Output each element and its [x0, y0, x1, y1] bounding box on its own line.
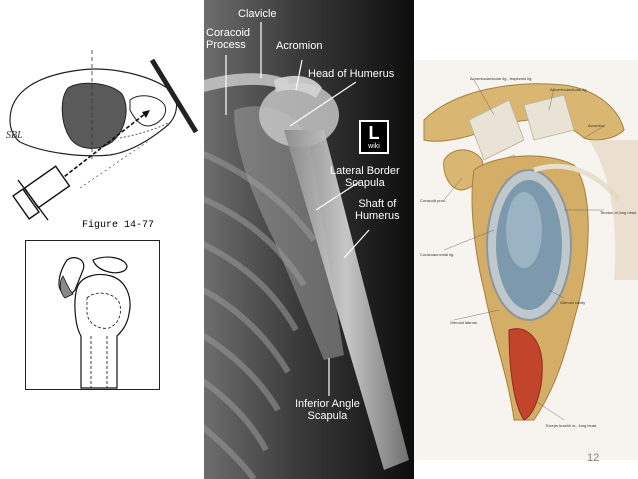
anat-label-triceps-long-head: Triceps brachii m., long head	[545, 423, 597, 428]
shaded-region	[59, 275, 74, 299]
glenoid-highlight	[506, 192, 542, 268]
xray-tube-icon	[12, 165, 71, 221]
shoulder-radiograph	[204, 0, 414, 479]
anat-label-acromioclavicular-lig: Acromioclavicular lig.	[550, 87, 588, 92]
illustration-shadow	[589, 140, 638, 280]
shoulder-mass	[61, 82, 127, 149]
scapula-bone	[234, 106, 344, 360]
glenoid-anatomy-illustration	[414, 60, 638, 460]
wiki-logo-letter: L	[368, 123, 380, 143]
label-coracoid-process: Coracoid Process	[206, 27, 251, 51]
clavicle-outline	[92, 256, 128, 274]
humerus-shaft-bone	[284, 130, 409, 470]
humeral-head-dashed	[86, 292, 121, 329]
anat-label-glenoid-labrum: Glenoid labrum	[450, 320, 478, 325]
acromion-bone	[274, 75, 322, 98]
pointer-lines	[225, 22, 370, 396]
label-clavicle: Clavicle	[238, 8, 277, 20]
central-ray	[59, 109, 151, 181]
anat-label-coracoid-proc: Coracoid proc.	[420, 198, 447, 203]
beam-edge	[79, 139, 151, 189]
clavicle-bone	[204, 73, 289, 92]
anat-label-tendon-long-head: Tendon of long head	[600, 210, 637, 215]
label-acromion: Acromion	[276, 40, 323, 52]
wiki-logo-icon: L wiki	[359, 120, 389, 154]
figure-caption: Figure 14-77	[82, 220, 155, 231]
anat-label-acromion: Acromion	[588, 123, 605, 128]
leader-lines	[443, 79, 605, 421]
wiki-logo-text: wiki	[368, 143, 380, 150]
label-lateral-border-scapula: Lateral Border Scapula	[330, 165, 400, 189]
anat-label-coracoacromial-lig: Coracoacromial lig.	[420, 252, 455, 257]
image-receptor	[149, 58, 199, 134]
label-head-of-humerus: Head of Humerus	[308, 68, 395, 80]
shoulder-outline-drawing	[25, 240, 160, 390]
humerus-dashed	[119, 121, 171, 139]
label-inferior-angle-scapula: Inferior Angle Scapula	[295, 398, 360, 422]
anat-label-glenoid-cavity: Glenoid cavity	[560, 300, 586, 305]
triceps-muscle	[508, 328, 543, 421]
ray-arrowhead	[142, 110, 150, 118]
humerus-outline	[74, 273, 131, 389]
body-outline	[9, 68, 178, 157]
humeral-head-outline	[129, 95, 167, 127]
corner-marker: SBL	[6, 130, 23, 141]
positioning-diagram	[9, 50, 199, 221]
slide-page-number: 12	[587, 452, 600, 464]
label-shaft-of-humerus: Shaft of Humerus	[355, 198, 400, 222]
anat-label-ligaments-top: Acromioclavicular lig., trapezoid lig.	[470, 76, 533, 81]
